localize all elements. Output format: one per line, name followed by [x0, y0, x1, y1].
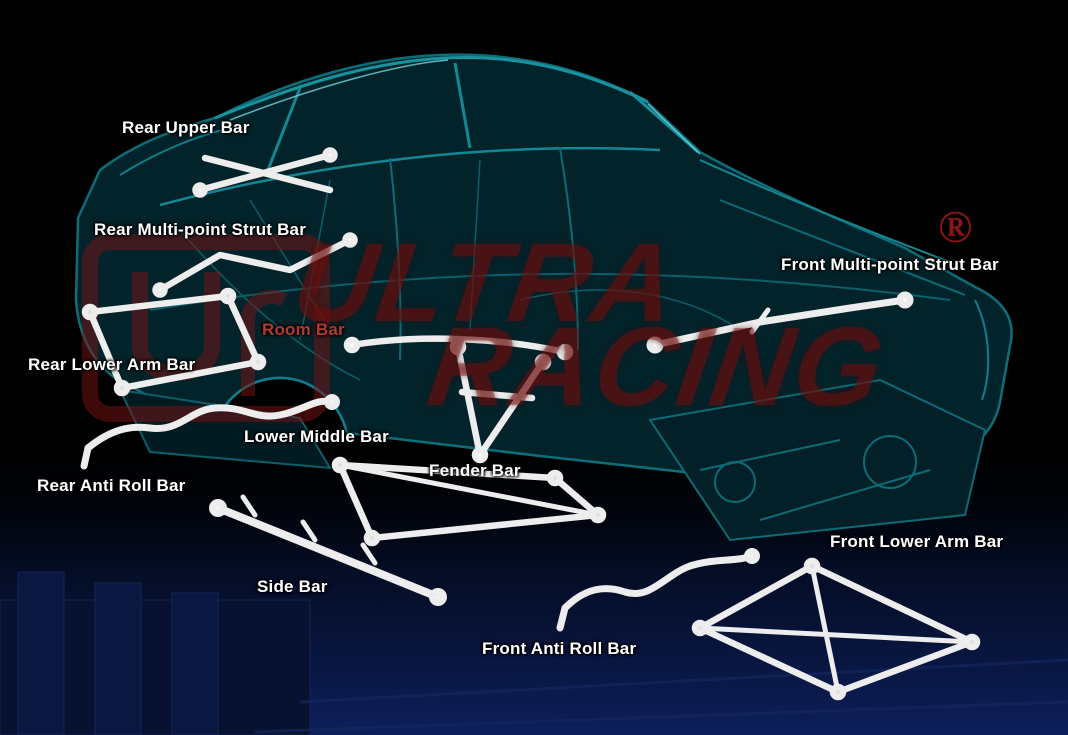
- label-rear-upper-bar: Rear Upper Bar: [122, 118, 250, 137]
- fender-bar-part: [449, 338, 552, 464]
- label-side-bar: Side Bar: [257, 577, 328, 596]
- front-anti-roll-bar-part: [556, 548, 760, 632]
- front-face-line: [974, 299, 990, 401]
- label-room-bar: Room Bar: [262, 320, 345, 339]
- label-rear-multi-point-strut-bar: Rear Multi-point Strut Bar: [94, 220, 307, 239]
- hood-line-2: [719, 199, 966, 296]
- front-lower-arm-bar-part: [691, 557, 981, 701]
- hood-line-1: [699, 159, 951, 263]
- rear-anti-roll-bar-part: [80, 394, 340, 470]
- rear-screen-line: [119, 127, 231, 176]
- white-bars: [80, 147, 981, 701]
- label-front-anti-roll-bar: Front Anti Roll Bar: [482, 639, 637, 658]
- front-subframe: [648, 378, 987, 542]
- ur-logo-watermark: [82, 234, 330, 422]
- lower-middle-bar-part: [331, 456, 607, 547]
- a-pillar-highlight: [647, 103, 701, 155]
- front-hub: [863, 435, 917, 489]
- label-front-multi-point-strut-bar: Front Multi-point Strut Bar: [781, 255, 999, 274]
- label-lower-middle-bar: Lower Middle Bar: [244, 427, 389, 446]
- c-pillar: [266, 87, 302, 171]
- rear-lower-arm-bar-part: [81, 287, 267, 397]
- pallet-structure: [0, 571, 1068, 735]
- rear-upper-bar-part: [192, 147, 338, 198]
- front-multi-point-strut-bar-part: [646, 291, 914, 354]
- label-rear-lower-arm-bar: Rear Lower Arm Bar: [28, 355, 196, 374]
- roof-highlight: [229, 59, 449, 121]
- floor-beams: [254, 658, 1068, 734]
- label-rear-anti-roll-bar: Rear Anti Roll Bar: [37, 476, 186, 495]
- roof-line: [214, 56, 649, 120]
- belt-line: [159, 146, 661, 207]
- label-front-lower-arm-bar: Front Lower Arm Bar: [830, 532, 1004, 551]
- b-pillar: [453, 62, 472, 149]
- registered-trademark: ®: [938, 201, 973, 252]
- side-bar-part: [209, 494, 447, 606]
- label-fender-bar: Fender Bar: [429, 461, 521, 480]
- door-seam-front: [559, 147, 579, 351]
- rear-multi-point-strut-bar-part: [152, 232, 358, 298]
